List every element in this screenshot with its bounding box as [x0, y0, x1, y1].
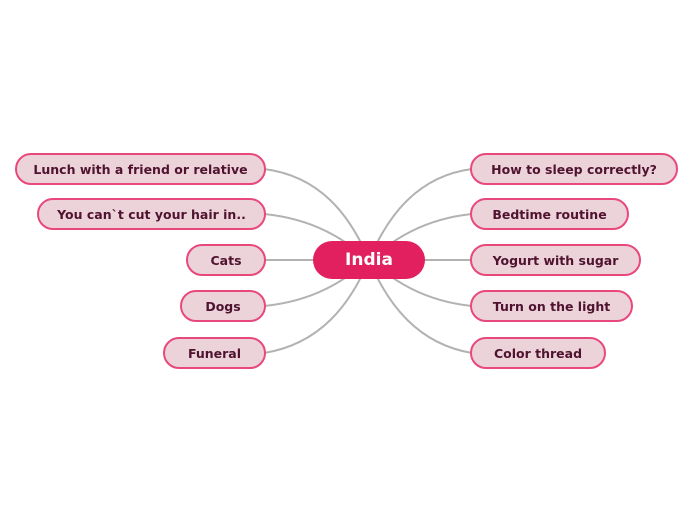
topic-turn-on-light[interactable]: Turn on the light	[470, 290, 633, 322]
topic-yogurt-with-sugar[interactable]: Yogurt with sugar	[470, 244, 641, 276]
topic-color-thread[interactable]: Color thread	[470, 337, 606, 369]
topic-bedtime-routine[interactable]: Bedtime routine	[470, 198, 629, 230]
topic-cut-hair[interactable]: You can`t cut your hair in..	[37, 198, 266, 230]
topic-funeral[interactable]: Funeral	[163, 337, 266, 369]
topic-cats[interactable]: Cats	[186, 244, 266, 276]
topic-lunch-with-friend[interactable]: Lunch with a friend or relative	[15, 153, 266, 185]
topic-how-to-sleep[interactable]: How to sleep correctly?	[470, 153, 678, 185]
topic-dogs[interactable]: Dogs	[180, 290, 266, 322]
central-topic-india[interactable]: India	[313, 241, 425, 279]
